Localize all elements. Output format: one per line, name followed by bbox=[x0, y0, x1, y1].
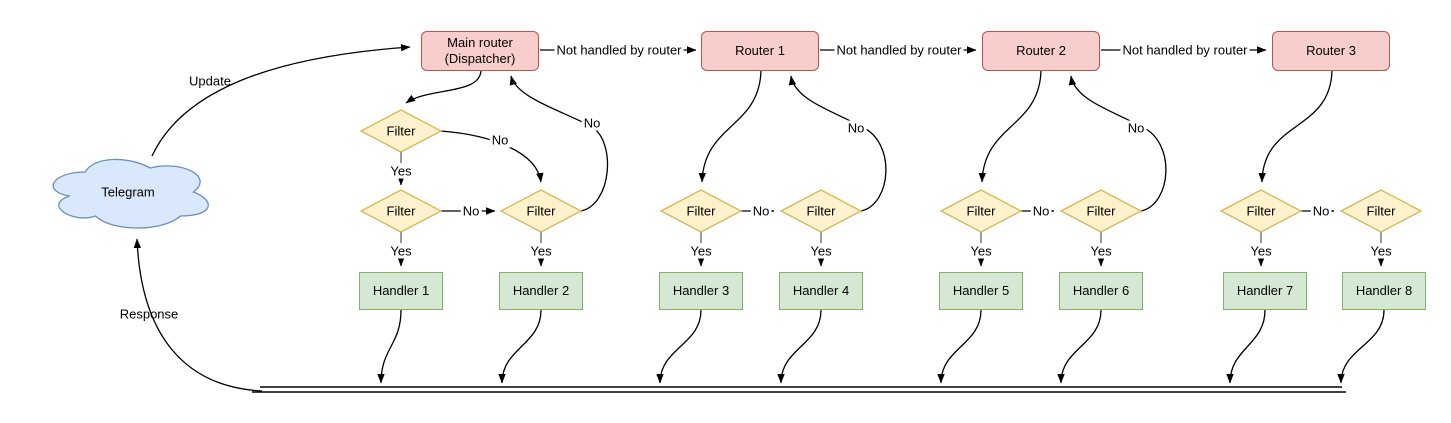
handler-5-label: Handler 5 bbox=[952, 282, 1010, 298]
router-2-node: Router 2 bbox=[982, 31, 1100, 71]
filter-label: Filter bbox=[1246, 203, 1276, 219]
no-label: No bbox=[750, 203, 772, 219]
edge-handler6-to-bus bbox=[1057, 309, 1102, 384]
telegram-cloud-shape bbox=[52, 158, 209, 229]
not-handled-label-2: Not handled by router bbox=[834, 42, 964, 58]
main-router-node: Main router (Dispatcher) bbox=[421, 31, 539, 71]
yes-stubs-group bbox=[400, 152, 1382, 243]
filter-diamond bbox=[659, 189, 743, 233]
handler-6-label: Handler 6 bbox=[1072, 282, 1130, 298]
filter-label: Filter bbox=[686, 203, 716, 219]
handler-7-node: Handler 7 bbox=[1223, 272, 1307, 310]
handler-6-node: Handler 6 bbox=[1059, 272, 1143, 310]
edge-filter-no-back-router2 bbox=[1068, 75, 1167, 212]
response-bus bbox=[252, 386, 1346, 393]
filter-diamond bbox=[1219, 189, 1303, 233]
no-label: No bbox=[581, 115, 603, 131]
handler-1-node: Handler 1 bbox=[359, 272, 443, 310]
handler-2-label: Handler 2 bbox=[512, 282, 570, 298]
edge-filter-no-back-main bbox=[509, 75, 609, 212]
handler-4-label: Handler 4 bbox=[792, 282, 850, 298]
telegram-cloud-label: Telegram bbox=[101, 184, 155, 200]
filter-label: Filter bbox=[526, 203, 556, 219]
handler-3-node: Handler 3 bbox=[659, 272, 743, 310]
yes-arrows-group bbox=[397, 176, 1385, 267]
handler-4-node: Handler 4 bbox=[779, 272, 863, 310]
edge-router2-to-filter bbox=[978, 70, 1042, 183]
filter-label: Filter bbox=[386, 123, 416, 139]
no-label: No bbox=[845, 120, 867, 136]
filter-label: Filter bbox=[966, 203, 996, 219]
filter-label: Filter bbox=[806, 203, 836, 219]
edge-update bbox=[151, 43, 411, 157]
filter-diamond bbox=[359, 189, 443, 233]
filter-diamond bbox=[359, 109, 443, 153]
not-handled-label-3: Not handled by router bbox=[1120, 42, 1250, 58]
filter-diamond bbox=[939, 189, 1023, 233]
handler-1-label: Handler 1 bbox=[372, 282, 430, 298]
edge-handler8-to-bus bbox=[1337, 309, 1385, 384]
filter-label: Filter bbox=[386, 203, 416, 219]
handler-5-node: Handler 5 bbox=[939, 272, 1023, 310]
main-router-label-line1: Main router bbox=[447, 34, 513, 50]
edge-handler4-to-bus bbox=[777, 309, 822, 384]
no-label: No bbox=[1125, 120, 1147, 136]
edge-main-to-filter bbox=[405, 70, 482, 104]
edge-handler2-to-bus bbox=[498, 309, 542, 384]
main-router-label-line2: (Dispatcher) bbox=[444, 51, 516, 66]
edge-router1-to-filter bbox=[698, 70, 762, 183]
yes-label: Yes bbox=[528, 243, 554, 259]
yes-label: Yes bbox=[808, 243, 834, 259]
edge-handler1-to-bus bbox=[377, 309, 402, 384]
handler-8-label: Handler 8 bbox=[1355, 282, 1413, 298]
router-3-label: Router 3 bbox=[1306, 42, 1356, 58]
no-label: No bbox=[1310, 203, 1332, 219]
update-edge-label: Update bbox=[189, 73, 231, 89]
filter-diamond bbox=[1339, 189, 1423, 233]
filter-diamonds-group bbox=[359, 109, 1423, 233]
no-label: No bbox=[1030, 203, 1052, 219]
filter-label: Filter bbox=[1086, 203, 1116, 219]
yes-label: Yes bbox=[1248, 243, 1274, 259]
router-3-node: Router 3 bbox=[1272, 31, 1390, 71]
yes-label: Yes bbox=[388, 243, 414, 259]
handler-2-node: Handler 2 bbox=[499, 272, 583, 310]
yes-label: Yes bbox=[1088, 243, 1114, 259]
yes-label: Yes bbox=[388, 163, 414, 179]
filter-diamond bbox=[499, 189, 583, 233]
yes-label: Yes bbox=[688, 243, 714, 259]
response-edge-label: Response bbox=[119, 306, 179, 322]
handler-3-label: Handler 3 bbox=[672, 282, 730, 298]
edge-router3-to-filter bbox=[1258, 70, 1333, 183]
filter-label: Filter bbox=[1366, 203, 1396, 219]
handler-7-label: Handler 7 bbox=[1236, 282, 1294, 298]
edge-response bbox=[133, 238, 263, 392]
edge-handler3-to-bus bbox=[656, 309, 702, 384]
handler-8-node: Handler 8 bbox=[1342, 272, 1426, 310]
not-handled-label-1: Not handled by router bbox=[554, 42, 684, 58]
edge-filter-no-back-router1 bbox=[788, 75, 887, 212]
filter-diamond bbox=[779, 189, 863, 233]
router-2-label: Router 2 bbox=[1016, 42, 1066, 58]
router-1-label: Router 1 bbox=[735, 42, 785, 58]
yes-label: Yes bbox=[1368, 243, 1394, 259]
edge-handler5-to-bus bbox=[937, 309, 982, 384]
filter-diamond bbox=[1059, 189, 1143, 233]
edge-handler7-to-bus bbox=[1226, 309, 1266, 384]
no-label: No bbox=[489, 132, 511, 148]
yes-label: Yes bbox=[968, 243, 994, 259]
router-1-node: Router 1 bbox=[701, 31, 819, 71]
no-label: No bbox=[460, 203, 482, 219]
edges-group bbox=[133, 43, 1385, 392]
